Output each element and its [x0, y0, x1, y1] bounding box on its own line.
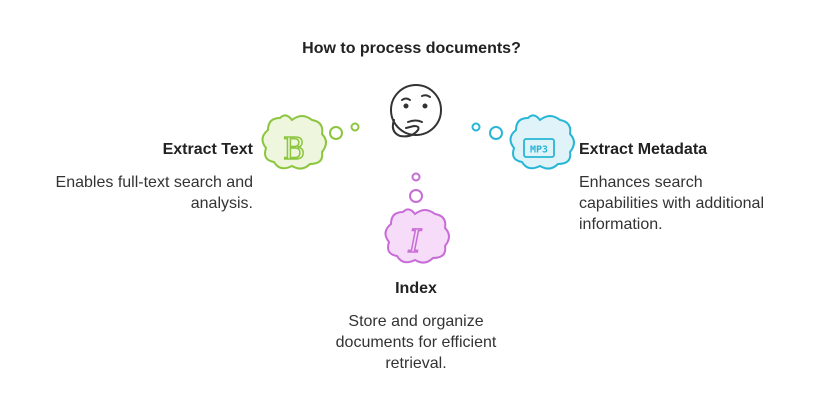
extract-metadata-cloud: MP3 — [509, 114, 575, 170]
thought-dots-left — [329, 122, 360, 140]
extract-metadata-label: Extract Metadata — [579, 141, 708, 158]
extract-text-cloud: B — [261, 114, 327, 170]
thinking-face-icon — [390, 84, 442, 138]
extract-metadata-description: Enhances search capabilities with additi… — [579, 174, 764, 233]
diagram-title: How to process documents? — [302, 40, 521, 57]
extract-text-description: Enables full-text search and analysis. — [55, 174, 253, 212]
italic-i-icon: I — [408, 222, 423, 260]
thought-dots-right — [471, 122, 503, 140]
index-description: Store and organize documents for efficie… — [335, 313, 497, 372]
extract-text-label: Extract Text — [162, 141, 253, 158]
index-cloud: I — [384, 208, 450, 264]
letter-b-icon: B — [283, 132, 305, 167]
svg-text:MP3: MP3 — [530, 145, 548, 156]
mp3-file-icon: MP3 — [523, 138, 555, 158]
thought-dots-bottom — [409, 172, 423, 203]
index-label: Index — [395, 280, 437, 297]
